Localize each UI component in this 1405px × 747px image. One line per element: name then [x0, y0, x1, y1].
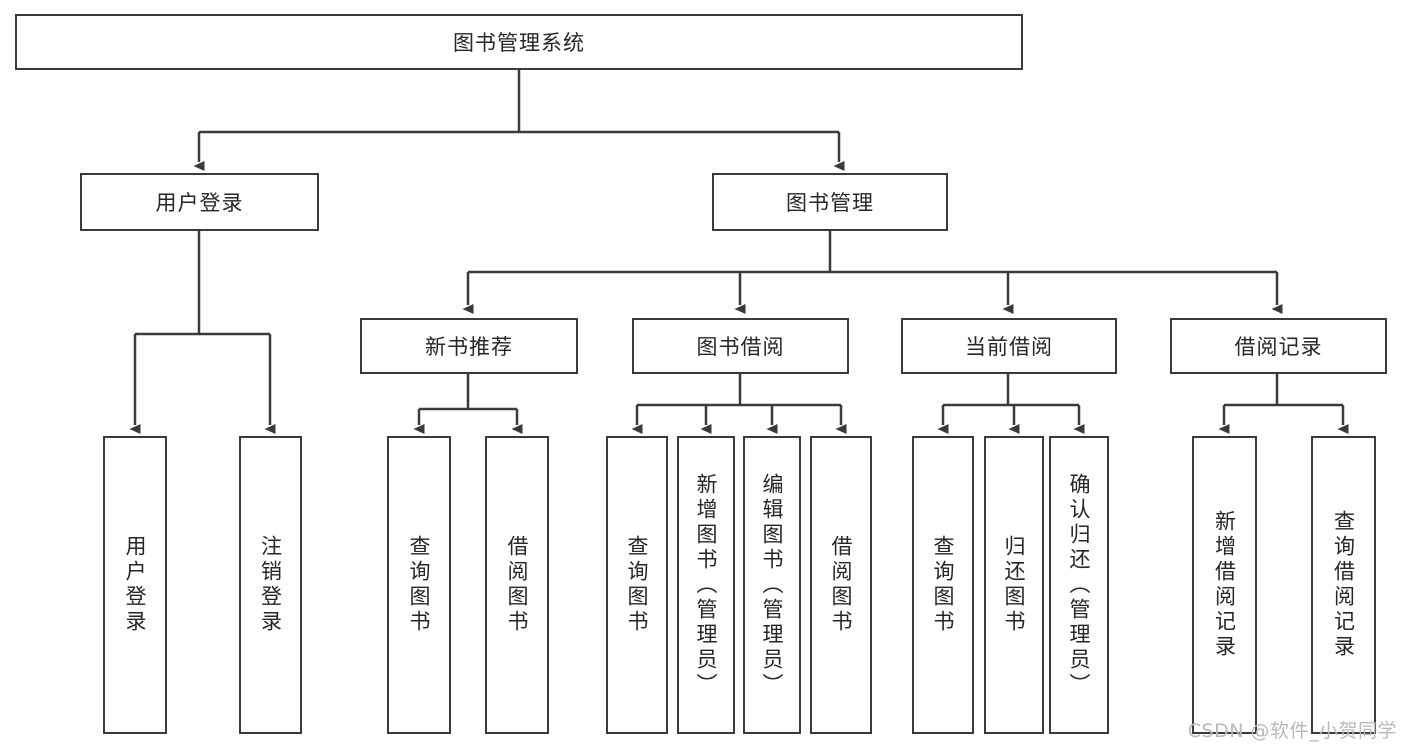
node-root-library-system[interactable]: 图书管理系统 [15, 14, 1023, 70]
node-book-borrow[interactable]: 图书借阅 [632, 318, 849, 374]
leaf-record-query-borrow-record-label: 查询借阅记录 [1331, 510, 1356, 660]
leaf-current-confirm-return-admin-label: 确认归还（管理员） [1067, 472, 1092, 698]
node-book-management-label: 图书管理 [786, 191, 874, 215]
watermark-text: CSDN @软件_小贺同学 [1187, 720, 1397, 742]
node-book-management[interactable]: 图书管理 [712, 173, 948, 231]
leaf-current-query-book[interactable]: 查询图书 [912, 436, 974, 734]
node-new-book-recommend-label: 新书推荐 [425, 335, 513, 359]
leaf-recommend-query-book[interactable]: 查询图书 [387, 436, 451, 734]
leaf-borrow-borrow-book[interactable]: 借阅图书 [810, 436, 872, 734]
leaf-borrow-query-book-label: 查询图书 [625, 535, 650, 635]
node-root-label: 图书管理系统 [453, 31, 585, 55]
leaf-current-return-book[interactable]: 归还图书 [984, 436, 1044, 734]
leaf-borrow-borrow-book-label: 借阅图书 [829, 535, 854, 635]
leaf-recommend-borrow-book-label: 借阅图书 [505, 535, 530, 635]
leaf-recommend-query-book-label: 查询图书 [407, 535, 432, 635]
node-current-borrow[interactable]: 当前借阅 [901, 318, 1117, 374]
leaf-record-add-borrow-record-label: 新增借阅记录 [1212, 510, 1237, 660]
leaf-current-confirm-return-admin[interactable]: 确认归还（管理员） [1049, 436, 1109, 734]
leaf-borrow-add-book-admin-label: 新增图书（管理员） [694, 472, 719, 698]
leaf-user-login-label: 用户登录 [123, 535, 148, 635]
node-user-login-label: 用户登录 [155, 191, 244, 215]
leaf-recommend-borrow-book[interactable]: 借阅图书 [485, 436, 549, 734]
leaf-borrow-edit-book-admin-label: 编辑图书（管理员） [760, 472, 785, 698]
leaf-record-add-borrow-record[interactable]: 新增借阅记录 [1192, 436, 1257, 734]
node-borrow-record-label: 借阅记录 [1234, 335, 1323, 359]
leaf-current-return-book-label: 归还图书 [1002, 535, 1027, 635]
node-borrow-record[interactable]: 借阅记录 [1170, 318, 1387, 374]
leaf-user-login[interactable]: 用户登录 [103, 436, 167, 734]
node-user-login[interactable]: 用户登录 [80, 173, 319, 231]
leaf-user-logout-label: 注销登录 [258, 535, 283, 635]
node-new-book-recommend[interactable]: 新书推荐 [360, 318, 578, 374]
node-current-borrow-label: 当前借阅 [965, 335, 1053, 359]
leaf-current-query-book-label: 查询图书 [931, 535, 956, 635]
leaf-borrow-edit-book-admin[interactable]: 编辑图书（管理员） [743, 436, 801, 734]
leaf-record-query-borrow-record[interactable]: 查询借阅记录 [1311, 436, 1376, 734]
leaf-borrow-add-book-admin[interactable]: 新增图书（管理员） [677, 436, 735, 734]
node-book-borrow-label: 图书借阅 [696, 335, 785, 359]
leaf-user-logout[interactable]: 注销登录 [239, 436, 302, 734]
leaf-borrow-query-book[interactable]: 查询图书 [606, 436, 668, 734]
